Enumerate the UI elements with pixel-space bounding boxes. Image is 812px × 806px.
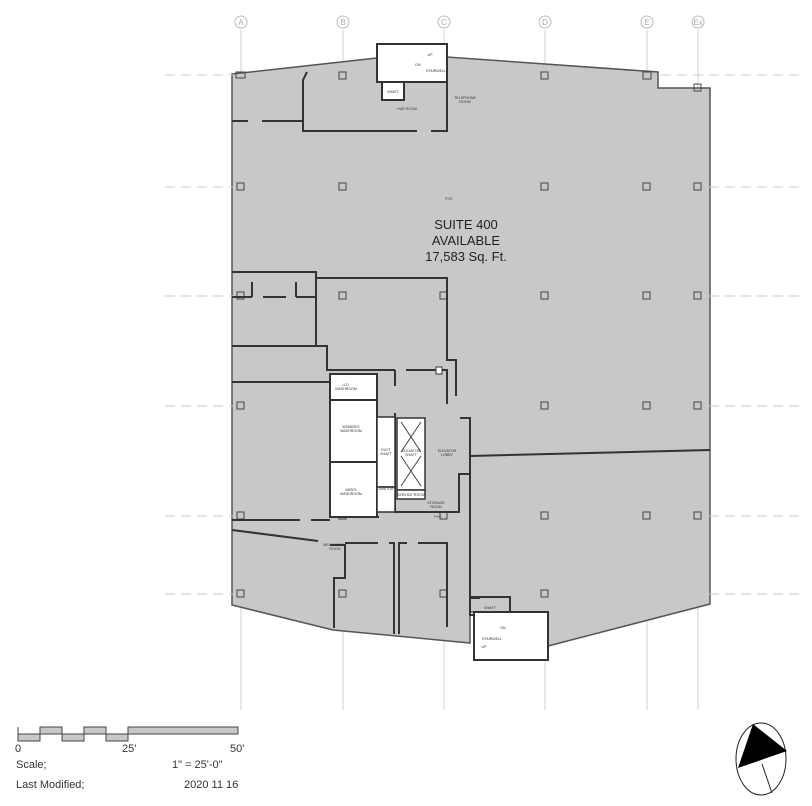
scale-tick-0: 0: [15, 743, 21, 755]
modified-label: Last Modified;: [16, 779, 84, 791]
scale-tick-50: 50': [230, 743, 244, 755]
svg-text:WASHROOM: WASHROOM: [340, 429, 362, 433]
label-dn-top: DN: [415, 63, 421, 67]
interior-walls: [231, 43, 711, 661]
label-shaft-top: SHAFT: [387, 90, 400, 94]
label-stairwell-bottom: STAIRWELL: [482, 637, 502, 641]
svg-text:SHAFT: SHAFT: [405, 453, 418, 457]
grid-bubbles: A B C D E Ex: [234, 15, 705, 29]
label-duct-shaft: DUCT: [381, 448, 392, 452]
label-telephone-room: TELEPHONE: [454, 96, 476, 100]
scale-value: 1" = 25'-0": [172, 759, 223, 771]
label-service-room: SERVICE ROOM: [397, 493, 425, 497]
label-up-top: UP: [428, 53, 434, 57]
suite-status: AVAILABLE: [432, 233, 500, 248]
grid-label-ex: Ex: [693, 18, 702, 27]
svg-text:ROOM: ROOM: [459, 100, 470, 104]
scale-label: Scale;: [16, 759, 47, 771]
label-shaft-bottom: SHAFT: [484, 606, 497, 610]
svg-text:ROOM: ROOM: [430, 505, 441, 509]
grid-label-d: D: [542, 18, 548, 27]
label-elevator-shaft: ELEVATOR: [402, 449, 421, 453]
label-hub-room: HUB ROOM: [397, 107, 417, 111]
label-fhc: FHC: [434, 515, 442, 519]
scale-tick-25: 25': [122, 743, 136, 755]
grid-label-b: B: [340, 18, 345, 27]
svg-text:ROOM: ROOM: [329, 547, 340, 551]
room-labels: HUB ROOM STAIRWELL SHAFT TELEPHONE ROOM …: [323, 53, 506, 649]
label-womens-washroom: WOMEN'S: [342, 425, 360, 429]
scale-bar: 0 25' 50' Scale; 1" = 25'-0" Last Modifi…: [15, 726, 244, 791]
label-up-bottom: UP: [482, 645, 488, 649]
label-mechanical-room: MECHANICAL: [323, 543, 347, 547]
label-ud-washroom: U.D.: [342, 383, 349, 387]
suite-name: SUITE 400: [434, 217, 498, 232]
grid-label-a: A: [238, 18, 244, 27]
label-fhc-2: FHC: [445, 197, 453, 201]
suite-label: SUITE 400 AVAILABLE 17,583 Sq. Ft.: [425, 217, 507, 264]
svg-text:SHAFT: SHAFT: [380, 452, 393, 456]
grid-label-c: C: [441, 18, 447, 27]
grid-label-e: E: [644, 18, 649, 27]
label-elevator-lobby: ELEVATOR: [438, 449, 457, 453]
label-janitor: JANITOR: [378, 487, 394, 491]
svg-text:LOBBY: LOBBY: [441, 453, 454, 457]
label-dn-bottom: DN: [500, 626, 506, 630]
label-mens-washroom: MEN'S: [345, 488, 357, 492]
label-storage-room: STORAGE: [427, 501, 445, 505]
modified-value: 2020 11 16: [184, 779, 238, 791]
suite-area: 17,583 Sq. Ft.: [425, 249, 507, 264]
svg-text:WASHROOM: WASHROOM: [340, 492, 362, 496]
label-stairwell-top: STAIRWELL: [426, 69, 446, 73]
north-arrow-icon: [735, 722, 787, 796]
svg-text:WASHROOM: WASHROOM: [335, 387, 357, 391]
